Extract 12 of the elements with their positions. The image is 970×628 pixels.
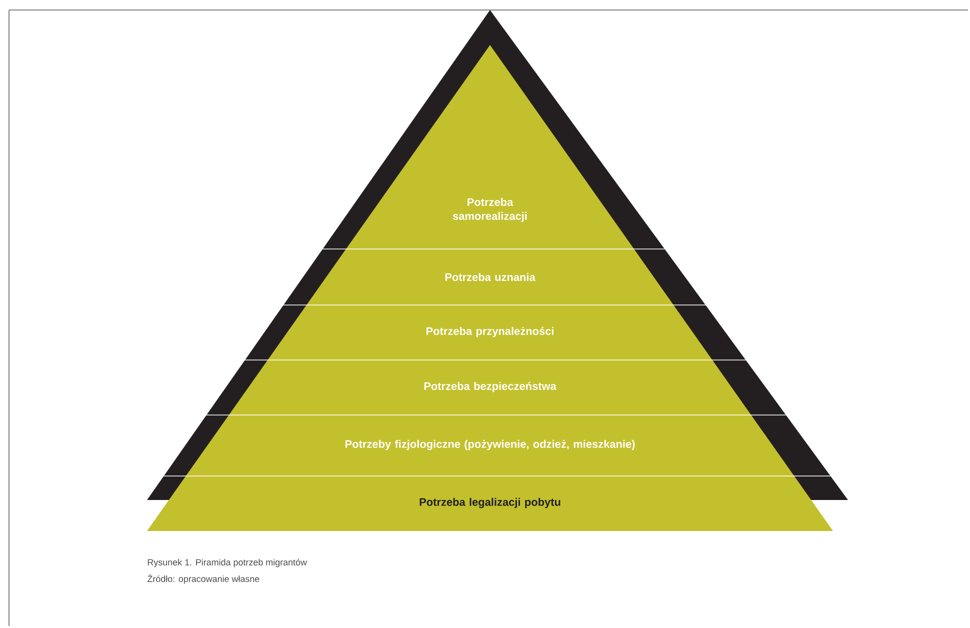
figure-caption: Rysunek 1. Piramida potrzeb migrantów — [148, 558, 307, 568]
pyramid-level: Potrzeba bezpieczeństwa — [228, 360, 752, 415]
node-label: Potrzeba uznania — [445, 272, 536, 282]
pyramid-level: Potrzeba legalizacji pobytu — [147, 476, 833, 531]
source-note: Źródło: opracowanie własne — [148, 574, 260, 584]
node-label: Potrzeba legalizacji pobytu — [420, 498, 560, 508]
pyramid-level: Potrzeby fizjologiczne (pożywienie, odzież, mieszkanie) — [186, 415, 794, 476]
node-label: Potrzeba bezpieczeństwa — [424, 382, 556, 392]
node-label: Potrzeby fizjologiczne (pożywienie, odzież, mieszkanie) — [346, 440, 635, 450]
pyramid-level: Potrzeba uznania — [306, 249, 674, 305]
node-label: Potrzeba samorealizacji — [452, 198, 527, 222]
node-label: Potrzeba przynależności — [426, 326, 554, 338]
